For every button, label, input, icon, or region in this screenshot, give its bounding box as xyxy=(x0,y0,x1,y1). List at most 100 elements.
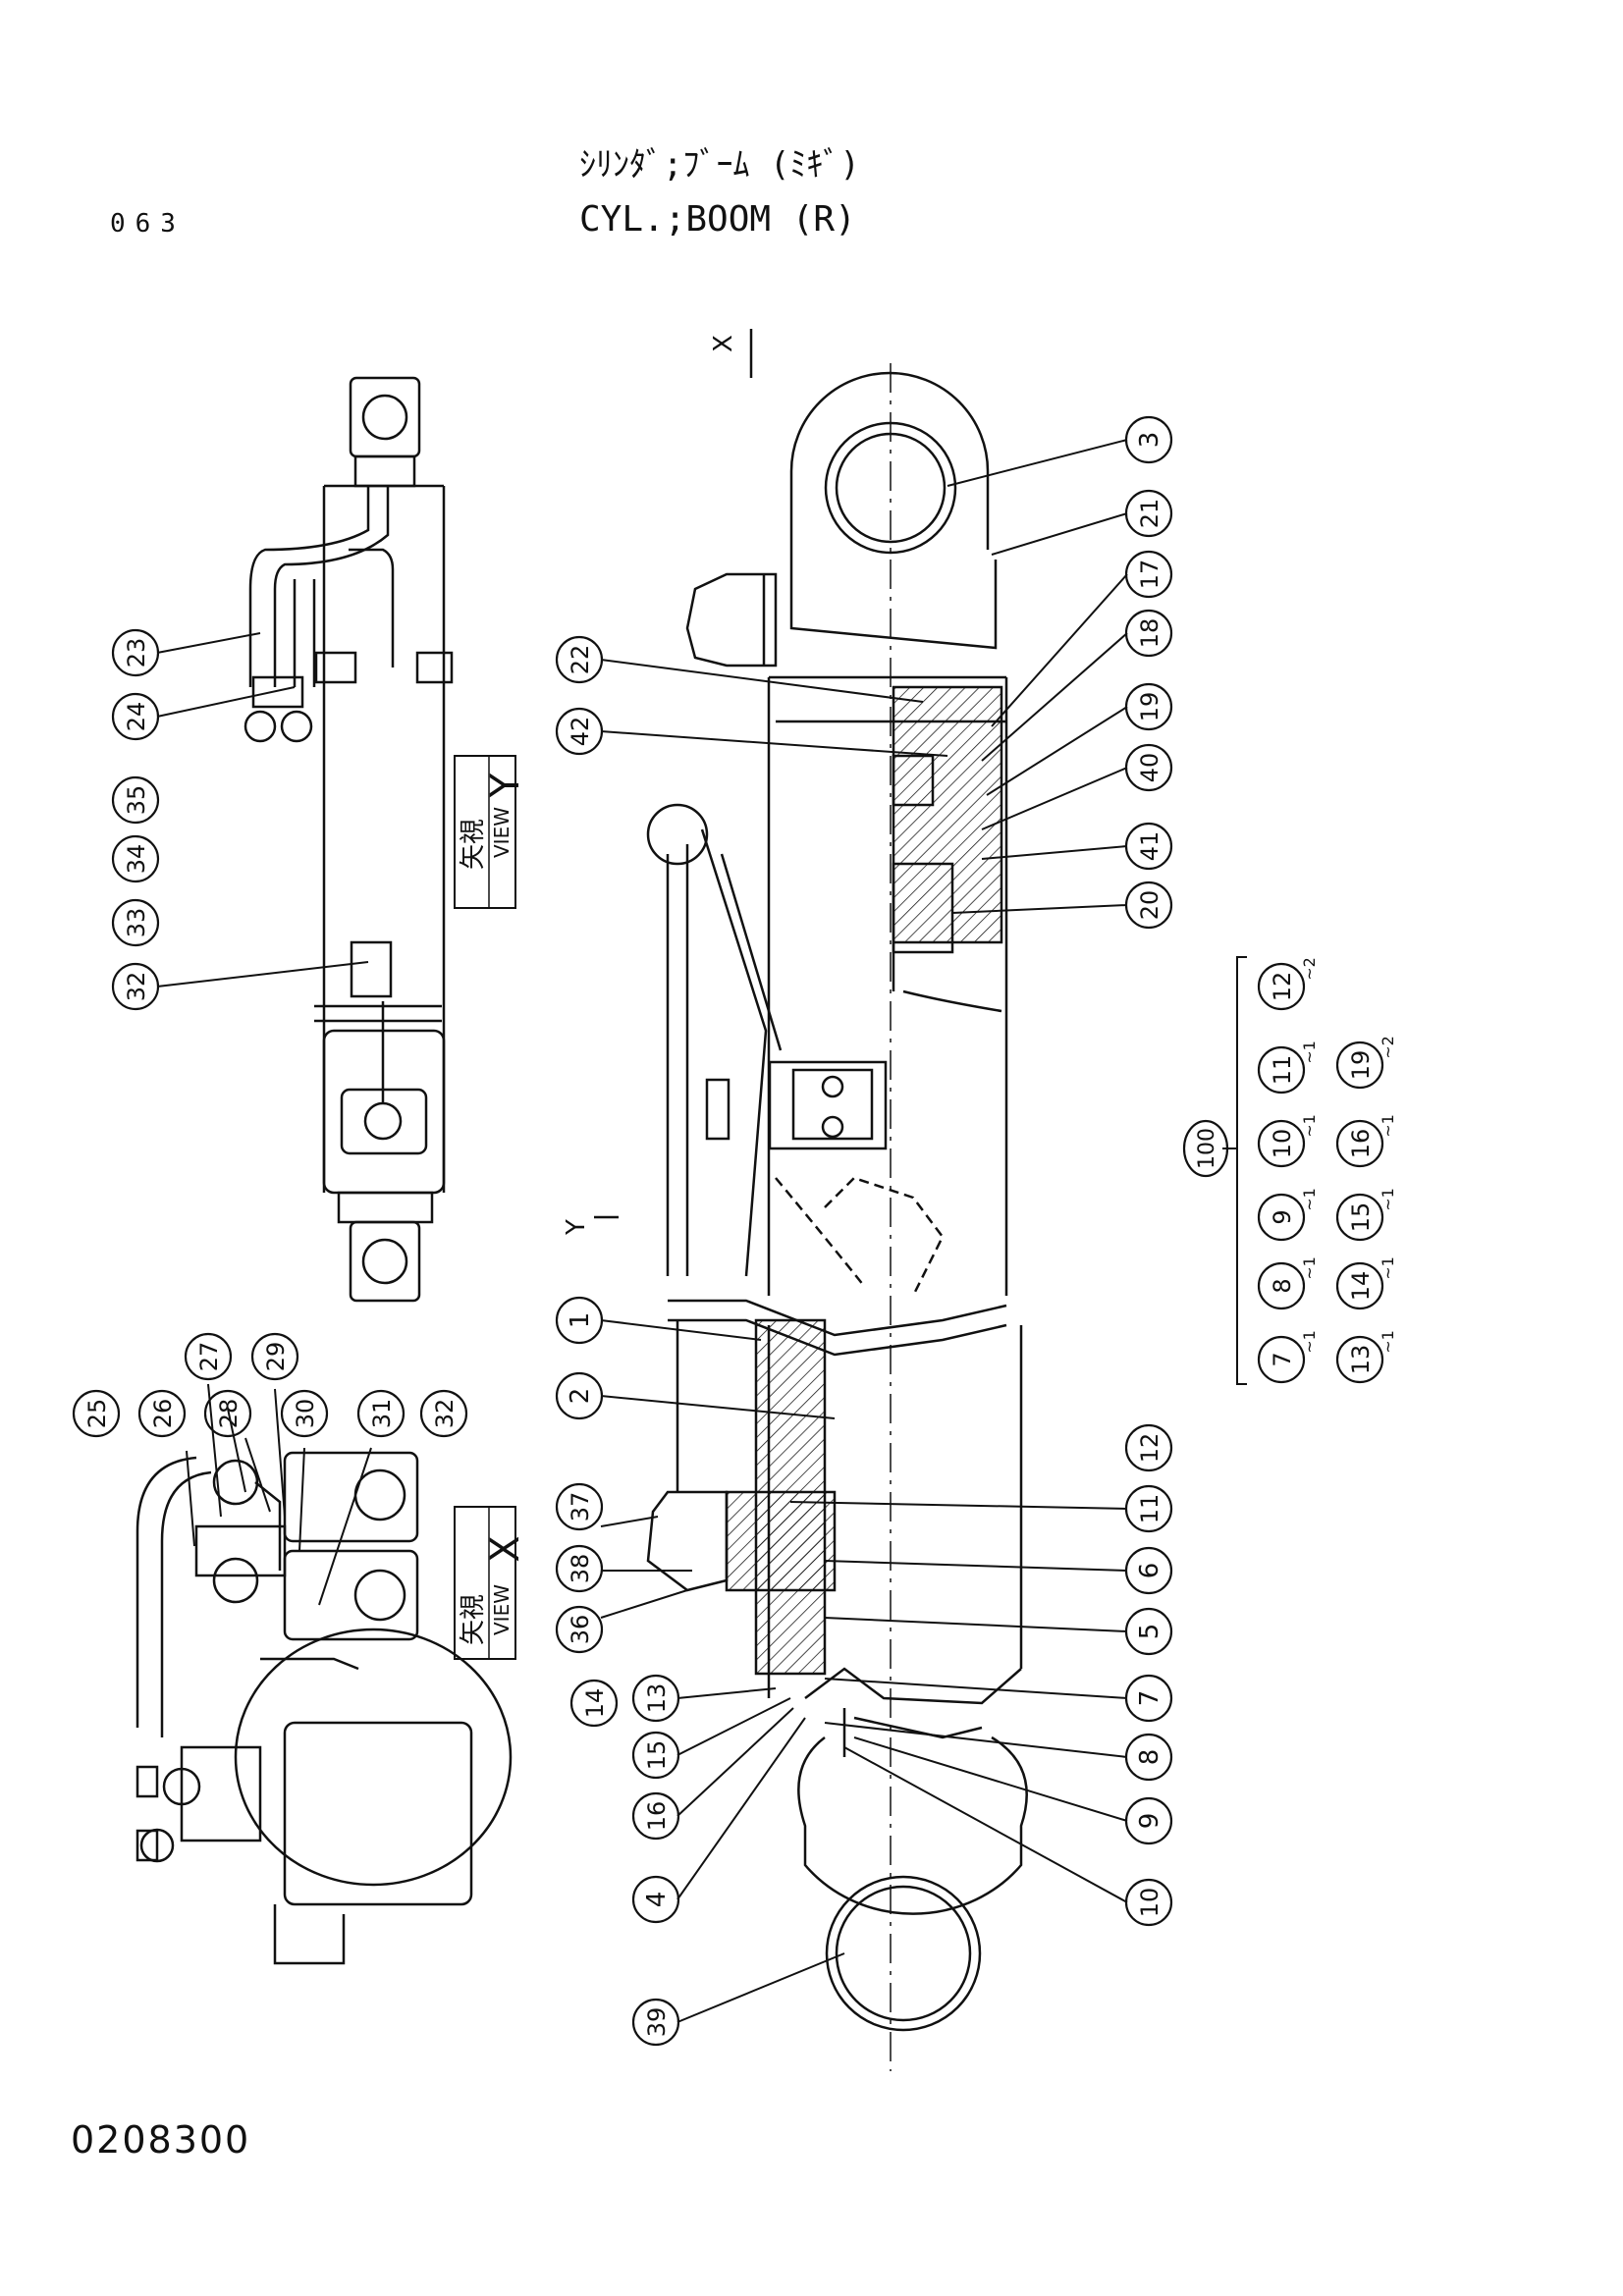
svg-text:39: 39 xyxy=(643,2007,671,2038)
svg-text:15: 15 xyxy=(643,1740,671,1771)
kit-item-13: 13~1 xyxy=(1335,1330,1397,1384)
svg-text:26: 26 xyxy=(149,1399,177,1429)
kit-item-label: 12 xyxy=(1269,972,1296,1002)
callout-6: 6 xyxy=(1124,1546,1173,1595)
main-cylinder xyxy=(646,363,1028,2071)
svg-text:17: 17 xyxy=(1136,560,1163,590)
svg-text:30: 30 xyxy=(292,1399,319,1429)
kit-item-15: 15~1 xyxy=(1335,1188,1397,1242)
kit-item-16: 16~1 xyxy=(1335,1114,1397,1168)
callout-41: 41 xyxy=(1124,822,1173,871)
svg-text:41: 41 xyxy=(1136,831,1163,862)
view-y-jp: 矢視 xyxy=(459,819,488,870)
svg-text:31: 31 xyxy=(368,1399,396,1429)
svg-text:22: 22 xyxy=(567,645,594,675)
svg-text:14: 14 xyxy=(581,1688,609,1719)
kit-item-mark: ~1 xyxy=(1300,1114,1319,1138)
callout-4: 4 xyxy=(631,1875,680,1924)
view-x-letter: X xyxy=(483,1535,528,1562)
svg-text:1: 1 xyxy=(566,1312,595,1329)
svg-text:10: 10 xyxy=(1136,1888,1163,1918)
svg-text:18: 18 xyxy=(1136,618,1163,649)
callout-25: 25 xyxy=(72,1389,121,1438)
kit-item-mark: ~1 xyxy=(1300,1256,1319,1280)
kit-item-mark: ~1 xyxy=(1379,1256,1397,1280)
svg-text:21: 21 xyxy=(1136,499,1163,529)
svg-text:35: 35 xyxy=(123,785,150,816)
view-x-drawing xyxy=(135,1451,513,1965)
callout-3: 3 xyxy=(1124,415,1173,464)
callout-23: 23 xyxy=(111,628,160,677)
kit-item-14: 14~1 xyxy=(1335,1256,1397,1310)
callout-31: 31 xyxy=(356,1389,406,1438)
kit-item-label: 9 xyxy=(1269,1209,1296,1224)
svg-text:27: 27 xyxy=(195,1342,223,1372)
view-x-en: VIEW xyxy=(490,1584,514,1635)
callout-37: 37 xyxy=(555,1482,604,1531)
callout-17: 17 xyxy=(1124,550,1173,599)
svg-text:6: 6 xyxy=(1135,1563,1164,1579)
callout-40: 40 xyxy=(1124,743,1173,792)
leader-lines xyxy=(156,439,1247,2023)
svg-text:16: 16 xyxy=(643,1801,671,1832)
kit-item-label: 8 xyxy=(1269,1278,1296,1293)
callout-9: 9 xyxy=(1124,1796,1173,1845)
kit-callout-100: 100 xyxy=(1182,1119,1229,1178)
view-x-label: 矢視 VIEW X xyxy=(454,1506,528,1660)
callout-11: 11 xyxy=(1124,1484,1173,1533)
svg-text:100: 100 xyxy=(1195,1128,1219,1169)
callout-32-x: 32 xyxy=(419,1389,468,1438)
kit-item-7: 7~1 xyxy=(1257,1330,1319,1384)
kit-item-11: 11~1 xyxy=(1257,1041,1319,1095)
callout-12: 12 xyxy=(1124,1423,1173,1472)
view-y-letter: Y xyxy=(483,773,528,798)
kit-item-mark: ~1 xyxy=(1379,1330,1397,1354)
svg-text:3: 3 xyxy=(1135,432,1164,449)
callout-20: 20 xyxy=(1124,881,1173,930)
svg-text:32: 32 xyxy=(431,1399,459,1429)
callout-30: 30 xyxy=(280,1389,329,1438)
kit-item-mark: ~1 xyxy=(1379,1188,1397,1211)
callout-18: 18 xyxy=(1124,609,1173,658)
callout-2: 2 xyxy=(555,1371,604,1420)
svg-text:8: 8 xyxy=(1135,1749,1164,1766)
svg-text:29: 29 xyxy=(262,1342,290,1372)
callout-8: 8 xyxy=(1124,1733,1173,1782)
svg-text:32: 32 xyxy=(123,972,150,1002)
kit-item-mark: ~1 xyxy=(1300,1330,1319,1354)
svg-text:19: 19 xyxy=(1136,692,1163,722)
callout-16: 16 xyxy=(631,1791,680,1841)
svg-text:13: 13 xyxy=(643,1683,671,1714)
kit-item-label: 11 xyxy=(1269,1055,1296,1086)
callout-14: 14 xyxy=(569,1679,619,1728)
kit-item-mark: ~1 xyxy=(1300,1041,1319,1064)
kit-item-label: 15 xyxy=(1347,1202,1375,1233)
svg-text:24: 24 xyxy=(123,702,150,732)
svg-text:28: 28 xyxy=(215,1399,243,1429)
callout-42: 42 xyxy=(555,707,604,756)
kit-item-8: 8 ~1 xyxy=(1257,1256,1319,1310)
page-number: 063 xyxy=(110,209,186,239)
callout-29: 29 xyxy=(250,1332,299,1381)
view-x-jp: 矢視 xyxy=(459,1594,488,1645)
callout-26: 26 xyxy=(137,1389,187,1438)
callout-22: 22 xyxy=(555,635,604,684)
kit-item-19: 19~2 xyxy=(1335,1036,1397,1090)
svg-text:33: 33 xyxy=(123,908,150,938)
svg-text:25: 25 xyxy=(83,1399,111,1429)
svg-text:12: 12 xyxy=(1136,1433,1163,1464)
callout-36: 36 xyxy=(555,1605,604,1654)
view-y-drawing xyxy=(243,376,454,1303)
section-arrow-y: Y xyxy=(562,1215,619,1236)
kit-item-9: 9~1 xyxy=(1257,1188,1319,1242)
drawing-code: 0208300 xyxy=(71,2118,251,2162)
callout-35: 35 xyxy=(111,775,160,825)
svg-text:37: 37 xyxy=(567,1492,594,1522)
callout-10: 10 xyxy=(1124,1878,1173,1927)
kit-item-label: 16 xyxy=(1347,1129,1375,1159)
svg-text:23: 23 xyxy=(123,638,150,668)
kit-item-label: 10 xyxy=(1269,1129,1296,1159)
callout-24: 24 xyxy=(111,692,160,741)
svg-text:34: 34 xyxy=(123,844,150,875)
